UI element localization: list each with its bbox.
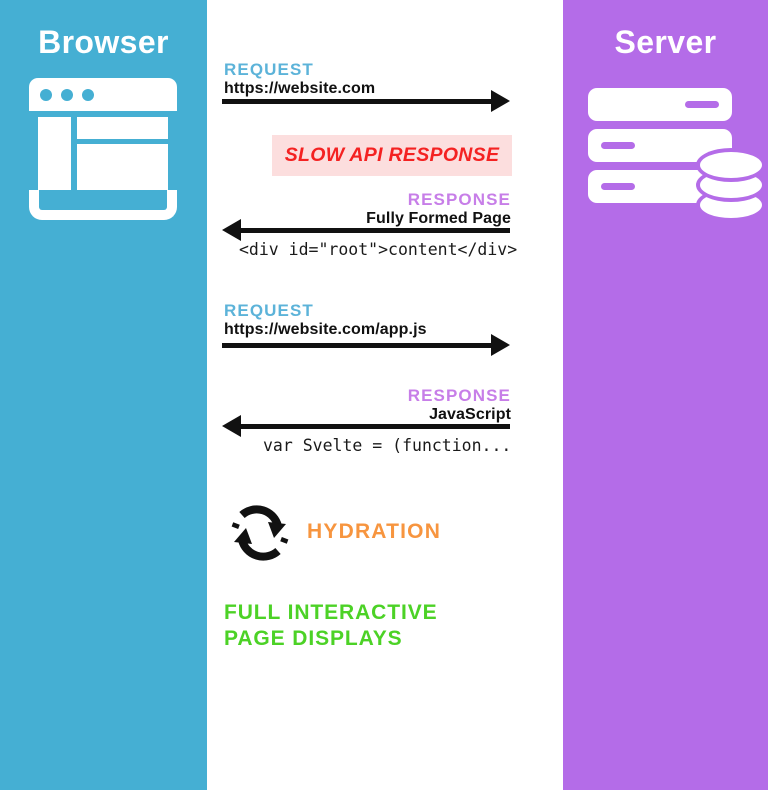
browser-window-icon — [29, 78, 177, 220]
server-led-icon — [685, 101, 719, 108]
database-cylinder-icon — [700, 152, 762, 220]
browser-frame-mask — [39, 190, 167, 204]
browser-sidebar-block — [38, 117, 71, 197]
step3-url-label: https://website.com/app.js — [224, 321, 427, 338]
final-status-text: FULL INTERACTIVE PAGE DISPLAYS — [224, 600, 524, 652]
final-status-line2: PAGE DISPLAYS — [224, 627, 403, 650]
request-response-flow: REQUEST https://website.com SLOW API RES… — [207, 0, 563, 798]
step1-url-label: https://website.com — [224, 80, 376, 97]
browser-frame-bottom — [29, 190, 177, 220]
server-panel-title: Server — [614, 24, 717, 60]
browser-content-bar — [77, 117, 168, 139]
server-led-icon — [601, 183, 635, 190]
slow-api-response-badge: SLOW API RESPONSE — [272, 135, 512, 176]
step3-arrow-right-icon — [222, 334, 510, 356]
server-rack-unit — [588, 88, 732, 121]
step4-kicker-label: RESPONSE — [407, 386, 511, 405]
browser-panel: Browser — [0, 0, 207, 790]
refresh-cycle-icon — [224, 500, 296, 566]
step2-code-text: <div id="root">content</div> — [239, 240, 518, 259]
final-status-line1: FULL INTERACTIVE — [224, 601, 438, 624]
step2-kicker-label: RESPONSE — [407, 190, 511, 209]
step2-sub-label: Fully Formed Page — [366, 210, 511, 227]
step1-arrow-right-icon — [222, 90, 510, 112]
browser-panel-title: Browser — [38, 24, 169, 60]
browser-dot-icon — [61, 89, 73, 101]
step4-sub-label: JavaScript — [429, 406, 511, 423]
server-led-icon — [601, 142, 635, 149]
step3-kicker-label: REQUEST — [224, 301, 314, 320]
database-ring — [700, 152, 762, 178]
step4-code-text: var Svelte = (function... — [263, 436, 512, 455]
browser-dot-icon — [82, 89, 94, 101]
browser-titlebar — [29, 78, 177, 111]
browser-dot-icon — [40, 89, 52, 101]
browser-content-block — [77, 144, 168, 197]
step1-kicker-label: REQUEST — [224, 60, 314, 79]
step2-arrow-left-icon — [222, 219, 510, 241]
step4-arrow-left-icon — [222, 415, 510, 437]
slow-api-response-text: SLOW API RESPONSE — [284, 144, 500, 166]
hydration-label: HYDRATION — [307, 520, 442, 543]
